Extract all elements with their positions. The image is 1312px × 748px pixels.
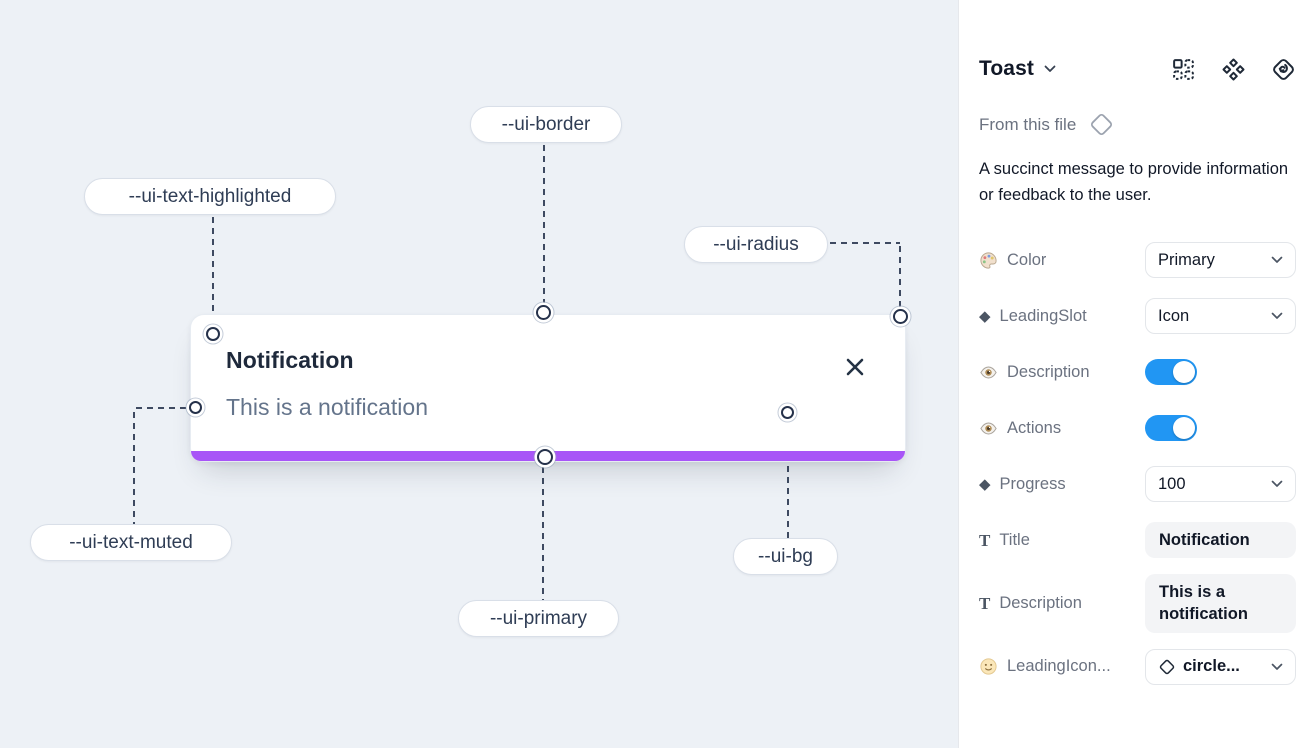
properties-panel: Toast (958, 0, 1312, 748)
text-icon: T (979, 593, 991, 613)
prop-row-leadingslot: ◆ LeadingSlot Icon (979, 298, 1296, 335)
prop-row-description-toggle: Description (979, 354, 1296, 390)
connector-line-text-highlighted (212, 217, 214, 326)
token-pill-ui-bg[interactable]: --ui-bg (733, 538, 838, 575)
connector-dot-bg (781, 406, 794, 419)
prop-label: LeadingSlot (999, 306, 1087, 325)
connector-dot-radius (893, 309, 908, 324)
prop-row-title: T Title (979, 522, 1296, 559)
prop-label: Progress (999, 474, 1066, 493)
leadingslot-select[interactable]: Icon (1145, 298, 1296, 335)
color-select[interactable]: Primary (1145, 242, 1296, 279)
connector-dot-text-highlighted (206, 327, 220, 341)
toast-preview: Notification This is a notification (190, 314, 906, 462)
connector-line-radius-v (899, 246, 901, 308)
token-pill-ui-primary[interactable]: --ui-primary (458, 600, 619, 637)
description-toggle[interactable] (1145, 359, 1197, 386)
prop-list: Color Primary ◆ LeadingSlot Icon (979, 242, 1296, 685)
prop-label: Actions (1007, 418, 1062, 437)
prop-row-progress: ◆ Progress 100 (979, 466, 1296, 503)
instance-grid-icon[interactable] (1170, 56, 1196, 82)
prop-row-leadingicon: LeadingIcon... circle... (979, 648, 1296, 685)
smiley-icon (979, 657, 998, 676)
progress-select[interactable]: 100 (1145, 466, 1296, 503)
eye-icon (979, 419, 998, 438)
panel-header: Toast (979, 56, 1296, 82)
diamond-icon: ◆ (979, 475, 991, 493)
description-input[interactable]: This is a notification (1145, 574, 1296, 633)
diamond-icon: ◆ (979, 307, 991, 325)
actions-toggle[interactable] (1145, 415, 1197, 442)
connector-line-text-muted-v (133, 412, 135, 524)
diamond-outline-icon (1158, 658, 1176, 676)
toggle-knob (1173, 361, 1195, 384)
eye-icon (979, 363, 998, 382)
prop-label: LeadingIcon... (1007, 657, 1111, 676)
header-icons (1170, 56, 1296, 82)
toast-title: Notification (226, 347, 354, 373)
component-playground-icon[interactable] (1270, 56, 1296, 82)
connector-dot-border (536, 305, 551, 320)
text-icon: T (979, 530, 991, 550)
connector-line-border (543, 145, 545, 305)
title-input[interactable] (1145, 522, 1296, 559)
connector-line-text-muted-h (136, 407, 188, 409)
source-row: From this file (979, 111, 1296, 138)
diamond-outline-icon (1088, 111, 1115, 138)
chevron-down-icon (1044, 65, 1056, 73)
component-description: A succinct message to provide informatio… (979, 160, 1289, 204)
prop-row-color: Color Primary (979, 242, 1296, 279)
token-pill-ui-border[interactable]: --ui-border (470, 106, 622, 143)
connector-line-bg (787, 422, 789, 538)
close-icon[interactable] (842, 354, 868, 380)
connector-dot-primary (537, 449, 553, 465)
panel-title: Toast (979, 57, 1034, 80)
prop-label: Title (999, 530, 1030, 549)
source-label: From this file (979, 114, 1077, 134)
connector-line-radius-h (830, 242, 900, 244)
variants-icon[interactable] (1220, 56, 1246, 82)
prop-label: Description (1007, 362, 1090, 381)
connector-dot-text-muted (189, 401, 202, 414)
toast-description: This is a notification (226, 394, 428, 420)
connector-line-primary (542, 467, 544, 600)
leadingicon-select[interactable]: circle... (1145, 648, 1296, 685)
component-selector[interactable]: Toast (979, 57, 1056, 81)
prop-row-description-text: T Description This is a notification (979, 574, 1296, 633)
prop-row-actions-toggle: Actions (979, 410, 1296, 446)
token-pill-ui-text-highlighted[interactable]: --ui-text-highlighted (84, 178, 336, 215)
toggle-knob (1173, 417, 1195, 440)
token-pill-ui-text-muted[interactable]: --ui-text-muted (30, 524, 232, 561)
prop-label: Description (999, 593, 1082, 612)
palette-icon (979, 251, 998, 270)
token-pill-ui-radius[interactable]: --ui-radius (684, 226, 828, 263)
canvas: Notification This is a notification --ui… (0, 0, 958, 748)
prop-label: Color (1007, 250, 1047, 269)
